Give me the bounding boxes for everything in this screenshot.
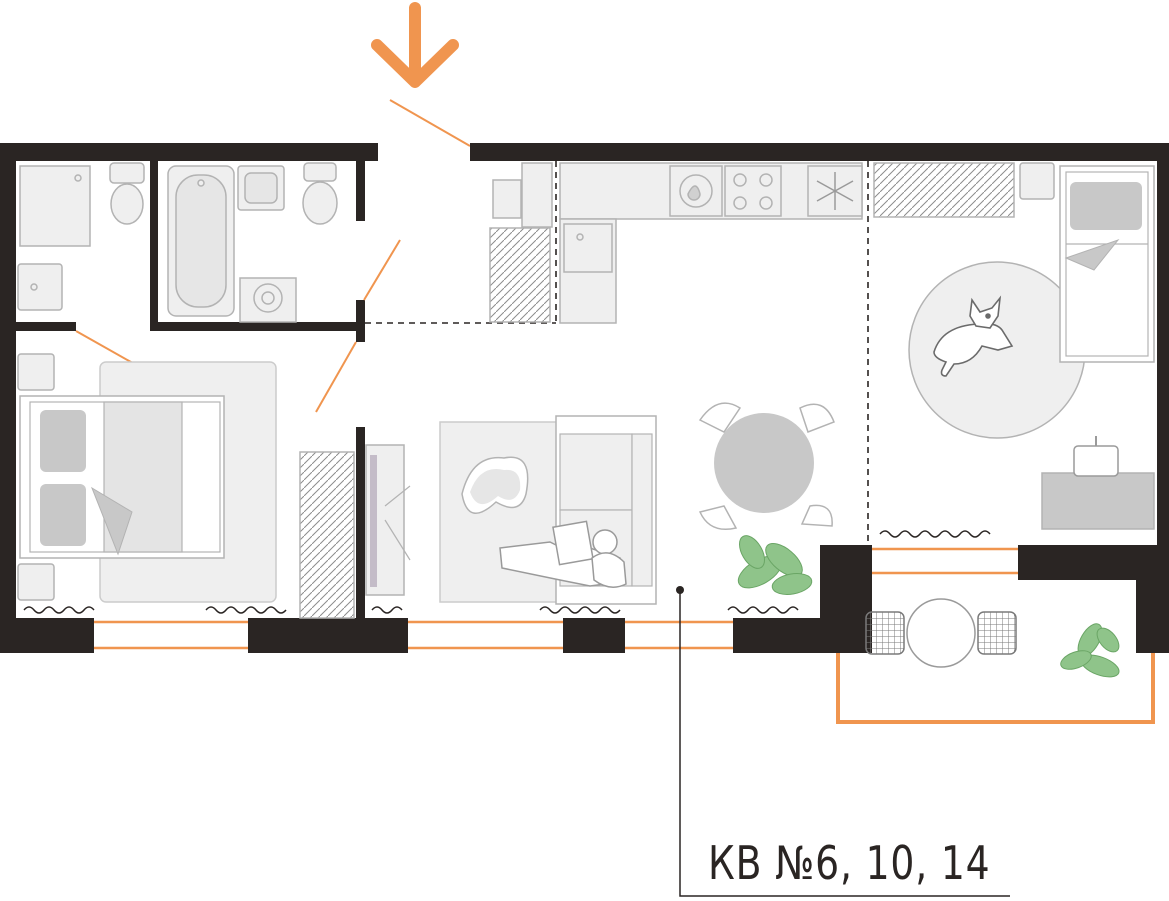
pot xyxy=(1073,445,1119,477)
balcony-rail xyxy=(836,653,1155,724)
balcony-table xyxy=(906,598,976,668)
door-swing xyxy=(315,341,357,413)
plant-icon xyxy=(1060,623,1120,678)
windows xyxy=(94,547,1018,650)
balcony xyxy=(865,598,1017,668)
washbasin xyxy=(17,263,63,311)
apartment-label: КВ №6, 10, 14 xyxy=(708,836,991,890)
person-reading-icon xyxy=(499,520,627,588)
hob xyxy=(724,165,782,217)
entrance-door-swing xyxy=(389,99,471,147)
desk xyxy=(1041,472,1155,530)
right-bedroom xyxy=(873,162,1155,530)
toilet-tank xyxy=(109,162,145,184)
bathroom-fixtures xyxy=(17,162,338,323)
label-leader xyxy=(679,590,1010,897)
right-wardrobe xyxy=(873,162,1015,218)
hallway-wardrobe xyxy=(489,162,553,323)
tv xyxy=(370,455,377,587)
plant-icon xyxy=(737,535,813,595)
bedroom xyxy=(17,353,355,619)
radiator-icon xyxy=(23,530,991,614)
toilet-bowl xyxy=(110,183,144,225)
entrance-arrow-icon xyxy=(371,2,459,88)
door-swing xyxy=(363,239,401,301)
dog-icon xyxy=(933,295,1014,377)
dining-table xyxy=(698,402,835,530)
snowflake-icon xyxy=(816,172,854,210)
kitchen xyxy=(559,162,863,324)
bedroom-wardrobe xyxy=(299,451,355,619)
zone-separators xyxy=(365,161,869,545)
walls xyxy=(0,143,1169,653)
door-swing xyxy=(75,330,139,367)
